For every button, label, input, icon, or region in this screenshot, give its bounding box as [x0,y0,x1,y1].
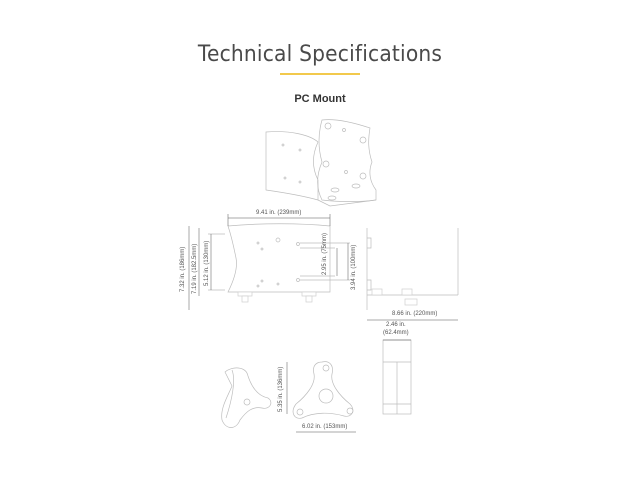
bracket-side-drawing [382,339,412,415]
front-height-inner-label: 7.19 in. (182.5mm) [192,243,198,294]
bracket-isometric-drawing [221,367,272,428]
bracket-front-drawing [286,361,356,433]
isometric-view-drawing [265,119,377,207]
front-height-overall-label: 7.32 in. (186mm) [180,246,186,292]
page-title: Technical Specifications [197,42,443,67]
front-height-holes-label: 5.12 in. (130mm) [204,240,210,286]
bracket-thickness-label-2: (62.4mm) [383,330,409,336]
bracket-width-label: 6.02 in. (153mm) [302,424,348,430]
side-view-drawing [366,228,459,321]
vesa-75-label: 2.95 in. (75mm) [322,232,328,275]
front-view-drawing [208,223,350,303]
bracket-thickness-label-1: 2.46 in. [386,322,406,328]
front-dimension-lines [188,214,349,310]
side-depth-label: 8.66 in. (220mm) [392,311,438,317]
vesa-100-label: 3.94 in. (100mm) [351,244,357,290]
section-subtitle: PC Mount [294,93,346,105]
front-width-label: 9.41 in. (239mm) [256,210,302,216]
bracket-height-label: 5.35 in. (136mm) [278,366,284,412]
title-accent-rule [280,73,360,75]
